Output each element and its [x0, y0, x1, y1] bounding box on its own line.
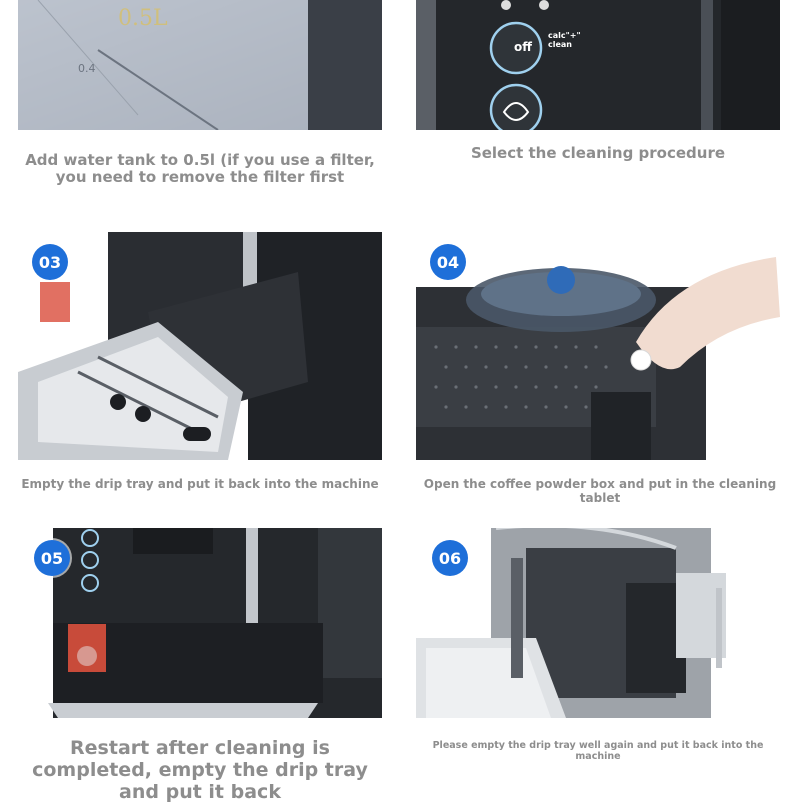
water-tank-illustration — [18, 0, 382, 130]
step-3-photo: 03 — [18, 232, 382, 460]
step-5-caption: Restart after cleaning is completed, emp… — [32, 737, 368, 803]
machine-tray-illustration — [416, 528, 726, 718]
drip-tray-illustration — [18, 232, 382, 460]
machine-front-illustration — [48, 528, 382, 718]
calc-clean-label: calc"+" clean — [548, 31, 581, 49]
step-6-photo: 06 — [416, 528, 780, 718]
step-6-caption: Please empty the drip tray well again an… — [432, 740, 764, 762]
step-5-badge: 05 — [34, 540, 70, 576]
off-button-label: off — [514, 40, 532, 54]
control-panel-illustration — [416, 0, 780, 130]
step-1-photo: 0.5L 0.4 — [18, 0, 382, 130]
step-2-caption: Select the cleaning procedure — [470, 144, 726, 162]
step-6-badge: 06 — [432, 540, 468, 576]
step-4-photo: 04 — [416, 232, 780, 460]
step-5-photo: 05 — [18, 528, 382, 718]
step-4-caption: Open the coffee powder box and put in th… — [423, 477, 777, 505]
step-3-badge: 03 — [32, 244, 68, 280]
step-2-photo: off calc"+" clean — [416, 0, 780, 130]
powder-box-illustration — [416, 257, 780, 460]
step-4-badge: 04 — [430, 244, 466, 280]
step-1-caption: Add water tank to 0.5l (if you use a fil… — [25, 151, 375, 187]
tank-mark-label-2: 0.4 — [78, 62, 96, 75]
step-3-caption: Empty the drip tray and put it back into… — [21, 477, 379, 491]
tank-mark-label: 0.5L — [118, 6, 168, 31]
